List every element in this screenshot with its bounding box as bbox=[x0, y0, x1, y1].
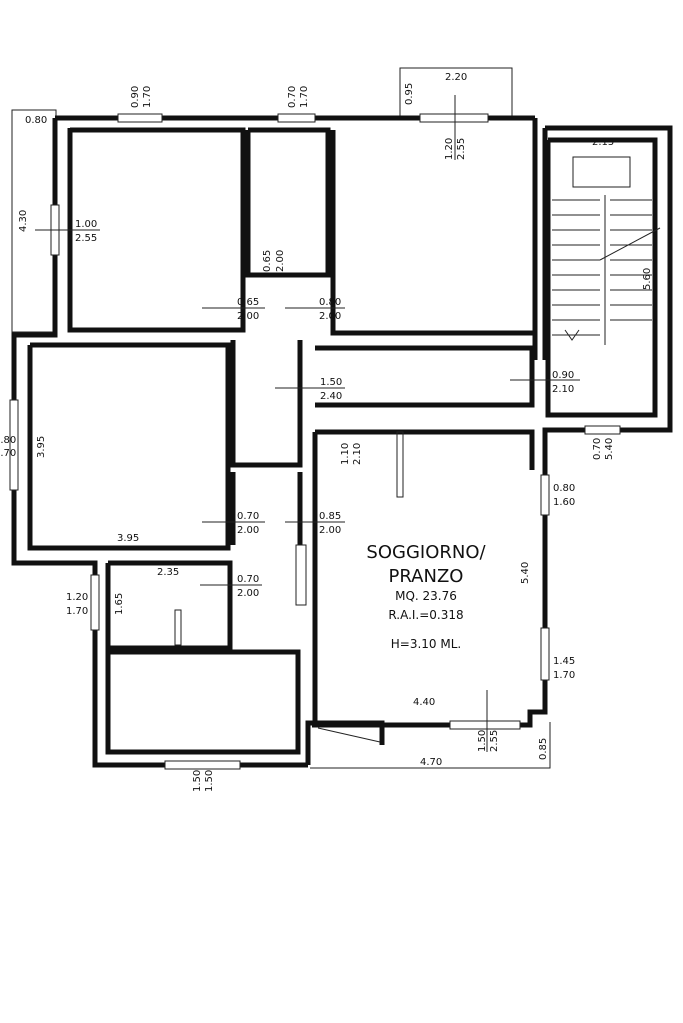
outer-wall-path bbox=[11, 115, 673, 768]
dim-small-h: 1.65 bbox=[114, 593, 125, 615]
room-name-line1: SOGGIORNO/ bbox=[366, 542, 486, 563]
tag-win-top-1-w: 0.90 bbox=[130, 86, 141, 108]
tag-door-living-2-w: 0.85 bbox=[319, 511, 341, 522]
tag-door-small-w: 0.70 bbox=[237, 574, 259, 585]
terrace-hatch bbox=[317, 727, 381, 743]
tag-win-left-room-w: 1.00 bbox=[75, 219, 97, 230]
tag-win-right-2-w: 1.45 bbox=[553, 656, 575, 667]
tag-win-top-3-w: 1.20 bbox=[444, 138, 455, 160]
tag-door-hall-2-h: 2.00 bbox=[319, 311, 341, 322]
dim-bed2-w: 3.95 bbox=[117, 533, 139, 544]
tag-win-top-2-w: 0.70 bbox=[287, 86, 298, 108]
tag-win-bottom-2-h: 1.50 bbox=[204, 770, 215, 792]
tag-door-bath-w: 0.65 bbox=[262, 250, 273, 272]
tag-win-top-3-h: 2.55 bbox=[456, 138, 467, 160]
dim-terrace-d: 0.85 bbox=[538, 738, 549, 760]
tag-win-left-bed-w: 0.80 bbox=[0, 435, 16, 446]
tag-door-hall-1-w: 0.65 bbox=[237, 297, 259, 308]
room-height: H=3.10 ML. bbox=[391, 637, 461, 651]
tag-win-stair-w: 0.70 bbox=[592, 438, 603, 460]
tag-win-left-room-h: 2.55 bbox=[75, 233, 97, 244]
tag-door-bed-2-h: 2.00 bbox=[237, 525, 259, 536]
dim-small-w: 2.35 bbox=[157, 567, 179, 578]
dim-stair-w: 2.15 bbox=[592, 137, 614, 148]
tag-hall-opening-w: 1.50 bbox=[320, 377, 342, 388]
tag-win-bottom-2-w: 1.50 bbox=[192, 770, 203, 792]
dim-balcony-left-l: 4.30 bbox=[18, 210, 29, 232]
tag-balcony-top-d: 0.95 bbox=[404, 83, 415, 105]
tag-win-right-2-h: 1.70 bbox=[553, 670, 575, 681]
opening-tags: 0.90 1.70 0.70 1.70 2.20 0.95 1.20 2.55 … bbox=[0, 72, 615, 792]
tag-win-top-1-h: 1.70 bbox=[142, 86, 153, 108]
dim-balcony-left-w: 0.80 bbox=[25, 115, 47, 126]
room-name-line2: PRANZO bbox=[389, 566, 464, 587]
tag-door-living-w: 1.10 bbox=[340, 443, 351, 465]
stair-treads bbox=[552, 156, 661, 345]
tag-door-bed-2-w: 0.70 bbox=[237, 511, 259, 522]
inner-walls bbox=[27, 127, 658, 755]
tag-balcony-top-w: 2.20 bbox=[445, 72, 467, 83]
fixture bbox=[174, 609, 182, 646]
tag-win-bottom-1-w: 1.50 bbox=[477, 730, 488, 752]
room-area: MQ. 23.76 bbox=[395, 589, 457, 603]
tag-win-left-small-w: 1.20 bbox=[66, 592, 88, 603]
tag-win-top-2-h: 1.70 bbox=[299, 86, 310, 108]
tag-win-stair-h: 5.40 bbox=[604, 438, 615, 460]
bottom-terrace bbox=[310, 722, 551, 769]
tag-win-right-1-w: 0.80 bbox=[553, 483, 575, 494]
tag-door-kitchen-h: 2.10 bbox=[552, 384, 574, 395]
leader-lines bbox=[35, 95, 580, 752]
tag-hall-opening-h: 2.40 bbox=[320, 391, 342, 402]
tag-door-living-h: 2.10 bbox=[352, 443, 363, 465]
dim-living-h: 5.40 bbox=[520, 562, 531, 584]
door-frame bbox=[295, 544, 307, 606]
tag-win-right-1-h: 1.60 bbox=[553, 497, 575, 508]
tag-door-living-2-h: 2.00 bbox=[319, 525, 341, 536]
tag-win-bottom-1-h: 2.55 bbox=[489, 730, 500, 752]
tag-door-bath-h: 2.00 bbox=[275, 250, 286, 272]
dim-living-w: 4.40 bbox=[413, 697, 435, 708]
tag-win-left-small-h: 1.70 bbox=[66, 606, 88, 617]
tag-door-hall-1-h: 2.00 bbox=[237, 311, 259, 322]
tag-door-kitchen-w: 0.90 bbox=[552, 370, 574, 381]
tag-door-small-h: 2.00 bbox=[237, 588, 259, 599]
top-balcony bbox=[399, 67, 513, 118]
tag-win-left-bed-h: 1.70 bbox=[0, 448, 16, 459]
room-rai: R.A.I.=0.318 bbox=[388, 608, 463, 622]
sliding-door bbox=[396, 431, 404, 498]
dim-bed2-h: 3.95 bbox=[36, 436, 47, 458]
tag-door-hall-2-w: 0.80 bbox=[319, 297, 341, 308]
dim-stair-l: 5.60 bbox=[642, 268, 653, 290]
dim-terrace-w: 4.70 bbox=[420, 757, 442, 768]
